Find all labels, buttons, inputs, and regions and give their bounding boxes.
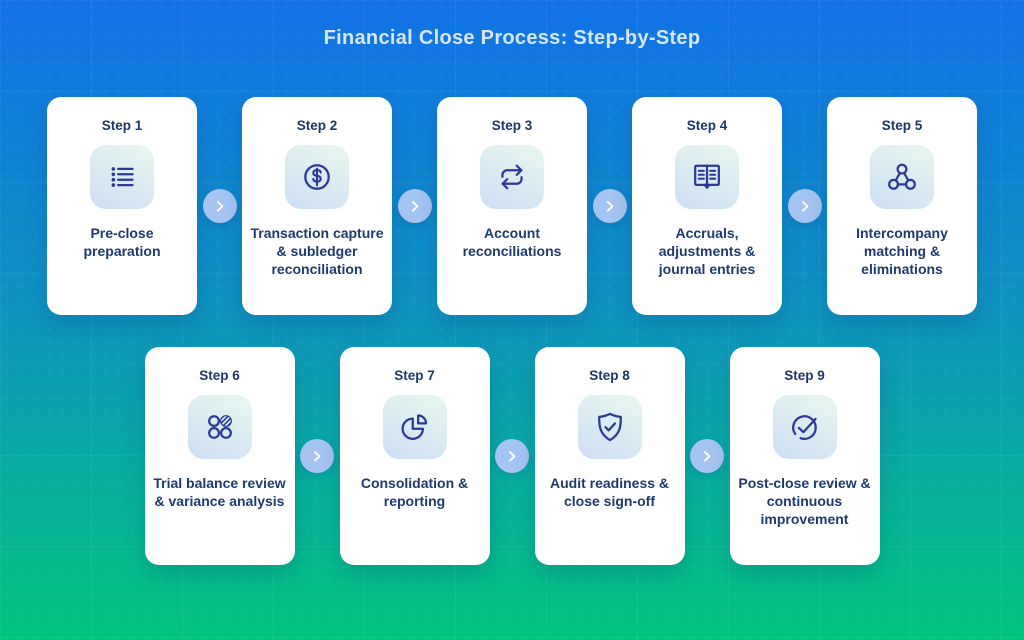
icon-tile	[90, 145, 154, 209]
next-step-arrow	[495, 439, 529, 473]
swap-arrows-icon	[501, 164, 523, 190]
icon-tile	[285, 145, 349, 209]
step-description: Pre-close preparation	[83, 225, 161, 259]
process-row-1: Step 1 Pre-close preparation Step 2	[0, 97, 1024, 315]
next-step-arrow	[202, 189, 237, 223]
dollar-circle-icon	[304, 164, 330, 190]
step-description: Post-close review & continuous improveme…	[738, 475, 871, 527]
step-card-7: Step 7 Consolidation & reporting	[339, 347, 490, 565]
step-label: Step 3	[491, 118, 533, 133]
arrow-slot	[295, 439, 340, 473]
pie-chart-icon	[401, 414, 427, 440]
icon-tile	[187, 395, 252, 459]
chevron-right-icon	[313, 451, 321, 462]
step-description: Account reconciliations	[462, 225, 562, 259]
step-label: Step 5	[881, 118, 923, 133]
chevron-right-icon	[508, 451, 516, 462]
step-card-2: Step 2 Transaction capture & subledger r…	[242, 97, 392, 315]
icon-tile	[577, 395, 642, 459]
step-description: Trial balance review & variance analysis	[153, 475, 286, 509]
step-label: Step 1	[101, 118, 143, 133]
step-label: Step 6	[199, 368, 240, 383]
step-description: Audit readiness & close sign-off	[549, 475, 670, 509]
arrow-slot	[197, 189, 242, 223]
list-icon	[111, 167, 134, 187]
arrow-slot	[587, 189, 632, 223]
step-card-6: Step 6 Trial balance review & variance a…	[144, 347, 295, 565]
step-card-4: Step 4 Accruals, adjustments & journal e…	[632, 97, 782, 315]
step-card-5: Step 5 Intercompany matching & eliminati…	[827, 97, 977, 315]
step-card-8: Step 8 Audit readiness & close sign-off	[534, 347, 685, 565]
arrow-slot	[685, 439, 730, 473]
next-step-arrow	[787, 189, 822, 223]
icon-tile	[480, 145, 544, 209]
next-step-arrow	[592, 189, 627, 223]
step-card-1: Step 1 Pre-close preparation	[47, 97, 197, 315]
step-card-9: Step 9 Post-close review & continuous im…	[729, 347, 880, 565]
chevron-right-icon	[801, 201, 808, 212]
step-label: Step 7	[394, 368, 435, 383]
chevron-right-icon	[606, 201, 613, 212]
chevron-right-icon	[703, 451, 711, 462]
icon-tile	[772, 395, 837, 459]
next-step-arrow	[300, 439, 334, 473]
circle-check-icon	[791, 415, 817, 440]
chevron-right-icon	[411, 201, 418, 212]
icon-tile	[382, 395, 447, 459]
step-label: Step 8	[589, 368, 630, 383]
shield-check-icon	[597, 412, 622, 442]
process-row-2: Step 6 Trial balance review & variance a…	[0, 347, 1024, 565]
step-description: Transaction capture & subledger reconcil…	[250, 225, 384, 277]
icon-tile	[870, 145, 934, 209]
arrow-slot	[392, 189, 437, 223]
step-card-3: Step 3 Account reconciliations	[437, 97, 587, 315]
step-description: Accruals, adjustments & journal entries	[658, 225, 756, 277]
circles-grid-icon	[207, 415, 232, 439]
arrow-slot	[782, 189, 827, 223]
step-description: Intercompany matching & eliminations	[856, 225, 948, 277]
chevron-right-icon	[216, 201, 223, 212]
icon-tile	[675, 145, 739, 209]
step-label: Step 2	[296, 118, 338, 133]
next-step-arrow	[397, 189, 432, 223]
step-description: Consolidation & reporting	[360, 475, 469, 509]
step-label: Step 4	[686, 118, 728, 133]
network-nodes-icon	[888, 163, 916, 190]
step-label: Step 9	[784, 368, 825, 383]
page-title: Financial Close Process: Step-by-Step	[323, 27, 701, 49]
next-step-arrow	[690, 439, 724, 473]
open-book-icon	[694, 164, 720, 189]
arrow-slot	[490, 439, 535, 473]
